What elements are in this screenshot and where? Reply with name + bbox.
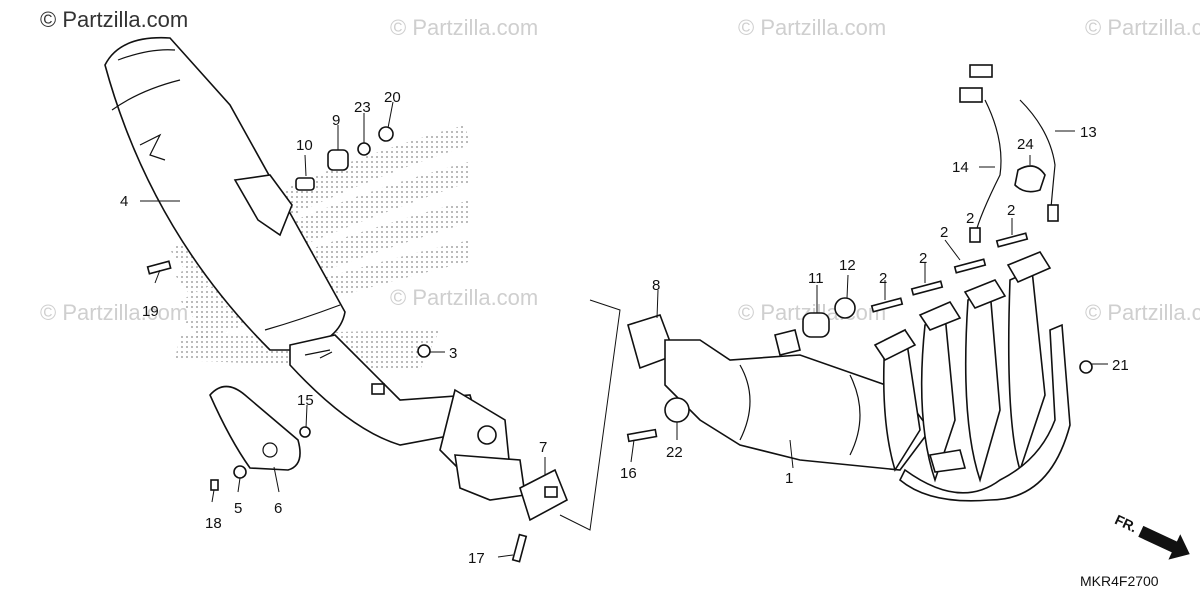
callout-14: 14 — [952, 159, 969, 176]
bolt-part[interactable] — [511, 533, 528, 563]
band-clamp-part[interactable] — [519, 468, 569, 522]
callout-18: 18 — [205, 515, 222, 532]
watermark-faint: © Partzilla.com — [1085, 15, 1200, 40]
washer-part[interactable] — [299, 426, 311, 438]
callout-8: 8 — [652, 277, 660, 294]
watermark-main: © Partzilla.com — [40, 7, 188, 32]
callout-11: 11 — [808, 270, 824, 287]
exhaust-gaskets[interactable] — [870, 232, 1029, 313]
heat-protector-part[interactable] — [209, 385, 301, 471]
callout-2: 2 — [966, 210, 974, 227]
bolt-part[interactable] — [210, 479, 219, 491]
washer-part[interactable] — [233, 465, 247, 479]
assembly-boundary-line — [559, 299, 621, 531]
collar-part[interactable] — [295, 177, 315, 191]
callout-20: 20 — [384, 89, 401, 106]
callout-15: 15 — [297, 392, 314, 409]
callout-22: 22 — [666, 444, 683, 461]
callout-17: 17 — [468, 550, 485, 567]
callout-21: 21 — [1112, 357, 1129, 374]
rubber-part[interactable] — [327, 149, 349, 171]
nut-part[interactable] — [378, 126, 394, 142]
washer-part[interactable] — [357, 142, 371, 156]
callout-2: 2 — [879, 270, 887, 287]
exhaust-pipe-assembly[interactable] — [664, 251, 1071, 502]
link-pipe[interactable] — [289, 334, 526, 501]
diagram-code: MKR4F2700 — [1080, 573, 1159, 589]
watermark-faint: © Partzilla.com — [738, 15, 886, 40]
sensor-clip-part[interactable] — [1014, 165, 1046, 193]
callout-16: 16 — [620, 465, 637, 482]
muffler-bracket — [233, 174, 293, 237]
callout-labels: 1 2 2 2 2 2 3 4 5 6 7 8 9 10 11 12 13 14… — [120, 89, 1129, 567]
callout-7: 7 — [539, 439, 547, 456]
leader-lines — [140, 101, 1108, 558]
callout-10: 10 — [296, 137, 313, 154]
watermark-faint: © Partzilla.com — [40, 300, 188, 325]
watermark-faint: © Partzilla.com — [390, 15, 538, 40]
watermark-faint: © Partzilla.com — [390, 285, 538, 310]
protector-mount-hole — [262, 442, 278, 458]
oxygen-sensor-part[interactable] — [959, 87, 1002, 243]
callout-5: 5 — [234, 500, 242, 517]
callout-9: 9 — [332, 112, 340, 129]
svg-text:FR.: FR. — [1112, 511, 1139, 535]
callout-1: 1 — [785, 470, 793, 487]
watermark-faint: © Partzilla.com — [1085, 300, 1200, 325]
collar-part[interactable] — [834, 297, 856, 319]
callout-2: 2 — [1007, 202, 1015, 219]
callout-6: 6 — [274, 500, 282, 517]
callout-4: 4 — [120, 193, 128, 210]
oxygen-sensor-part[interactable] — [969, 64, 1059, 222]
nut-part[interactable] — [417, 344, 431, 358]
callout-3: 3 — [449, 345, 457, 362]
nut-part[interactable] — [1079, 360, 1093, 374]
callout-12: 12 — [839, 257, 856, 274]
callout-2: 2 — [940, 224, 948, 241]
callout-2: 2 — [919, 250, 927, 267]
rubber-part[interactable] — [802, 312, 830, 338]
gasket-part[interactable] — [664, 397, 690, 423]
callout-13: 13 — [1080, 124, 1097, 141]
callout-23: 23 — [354, 99, 371, 116]
callout-19: 19 — [142, 303, 159, 320]
bolt-part[interactable] — [626, 428, 658, 443]
front-direction-arrow: FR. — [1112, 511, 1190, 560]
callout-24: 24 — [1017, 136, 1034, 153]
